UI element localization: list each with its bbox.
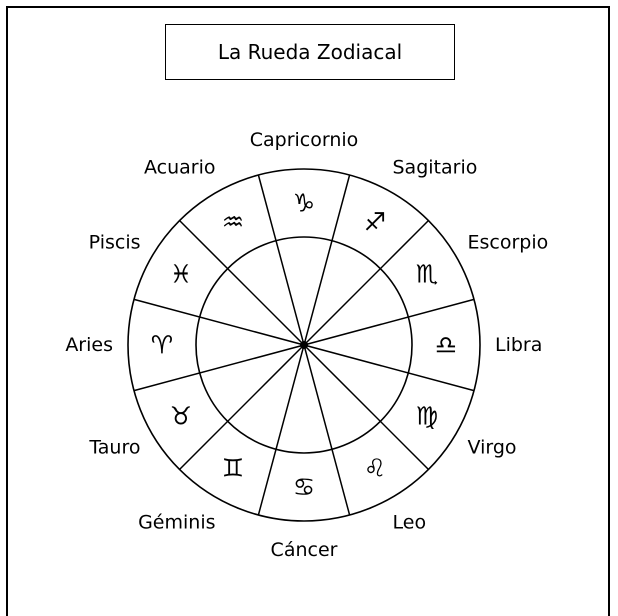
tauro-icon: ♉	[170, 402, 192, 431]
sign-label-escorpio: Escorpio	[468, 232, 549, 254]
escorpio-icon: ♏	[416, 260, 438, 289]
virgo-icon: ♍	[416, 402, 438, 431]
sign-label-cancer: Cáncer	[271, 539, 338, 561]
cancer-icon: ♋	[293, 473, 315, 502]
sign-label-piscis: Piscis	[89, 232, 141, 254]
sign-label-libra: Libra	[495, 334, 542, 356]
piscis-icon: ♓	[170, 260, 192, 289]
outer-ring	[127, 168, 481, 522]
inner-ring	[195, 236, 413, 454]
sign-labels: CapricornioSagitarioEscorpioLibraVirgoLe…	[65, 129, 548, 561]
sign-label-tauro: Tauro	[88, 437, 140, 459]
diagram-title: La Rueda Zodiacal	[217, 40, 403, 64]
leo-icon: ♌	[364, 454, 386, 483]
sign-label-sagitario: Sagitario	[393, 157, 478, 179]
acuario-icon: ♒	[222, 208, 244, 237]
sign-label-geminis: Géminis	[138, 512, 215, 534]
sign-label-virgo: Virgo	[468, 437, 517, 459]
wheel-center	[300, 341, 308, 349]
sign-label-aries: Aries	[65, 334, 113, 356]
sagitario-icon: ♐	[364, 208, 386, 237]
geminis-icon: ♊	[222, 454, 244, 483]
sign-label-leo: Leo	[393, 512, 427, 534]
title-box: La Rueda Zodiacal	[165, 24, 455, 80]
libra-icon: ♎	[435, 331, 457, 360]
sign-label-capricornio: Capricornio	[250, 129, 359, 151]
sign-label-acuario: Acuario	[144, 157, 216, 179]
capricornio-icon: ♑	[293, 189, 315, 218]
diagram-frame	[6, 6, 610, 616]
aries-icon: ♈	[151, 331, 173, 360]
sign-glyphs: ♑ ♐ ♏ ♎ ♍ ♌ ♋ ♊ ♉ ♈ ♓ ♒	[151, 189, 457, 502]
